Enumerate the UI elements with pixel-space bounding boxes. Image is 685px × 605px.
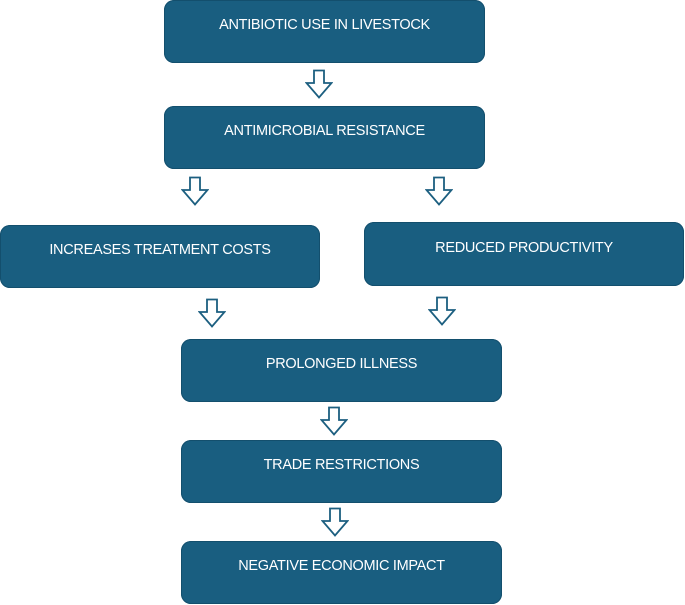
down-arrow-icon — [198, 298, 226, 328]
down-arrow-icon — [320, 406, 348, 436]
node-antimicrobial-resistance-label: ANTIMICROBIAL RESISTANCE — [224, 123, 425, 139]
node-trade-restrictions-label: TRADE RESTRICTIONS — [263, 457, 420, 473]
node-prolonged-illness-label: PROLONGED ILLNESS — [265, 356, 418, 372]
node-treatment-costs-label: INCREASES TREATMENT COSTS — [49, 242, 271, 258]
node-treatment-costs: INCREASES TREATMENT COSTS — [0, 225, 320, 288]
node-reduced-productivity-label: REDUCED PRODUCTIVITY — [435, 240, 613, 256]
node-antibiotic-use-label: ANTIBIOTIC USE IN LIVESTOCK — [219, 17, 430, 33]
down-arrow-icon — [305, 69, 333, 99]
node-prolonged-illness: PROLONGED ILLNESS — [181, 339, 502, 402]
node-antibiotic-use: ANTIBIOTIC USE IN LIVESTOCK — [164, 0, 485, 63]
node-reduced-productivity: REDUCED PRODUCTIVITY — [364, 222, 684, 286]
node-antimicrobial-resistance: ANTIMICROBIAL RESISTANCE — [164, 106, 485, 169]
down-arrow-icon — [428, 296, 456, 326]
node-trade-restrictions: TRADE RESTRICTIONS — [181, 440, 502, 503]
node-economic-impact-label: NEGATIVE ECONOMIC IMPACT — [238, 558, 445, 574]
down-arrow-icon — [425, 176, 453, 206]
down-arrow-icon — [321, 507, 349, 537]
node-economic-impact: NEGATIVE ECONOMIC IMPACT — [181, 541, 502, 604]
down-arrow-icon — [181, 176, 209, 206]
